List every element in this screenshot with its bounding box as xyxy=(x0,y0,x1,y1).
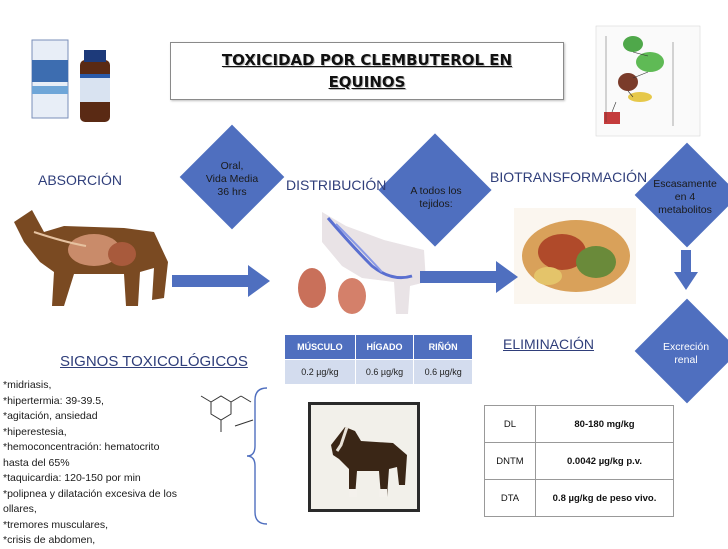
arrow-down-icon xyxy=(674,250,698,290)
metabolitos-line-3: metabolitos xyxy=(658,204,712,216)
metabolitos-line-1: Escasamente xyxy=(653,178,717,190)
symptom-item: *crisis de abdomen, xyxy=(3,534,96,546)
heading-signos: SIGNOS TOXICOLÓGICOS xyxy=(60,353,248,370)
tissue-table: MÚSCULO HÍGADO RIÑÓN 0.2 µg/kg 0.6 µg/kg… xyxy=(284,334,473,385)
title-line-1: TOXICIDAD POR CLEMBUTEROL EN xyxy=(221,51,513,69)
dose-value: 80-180 mg/kg xyxy=(535,405,674,443)
tissue-header-cell: RIÑÓN xyxy=(413,334,473,360)
molecule-icon xyxy=(200,395,254,432)
symptoms-list: *midriasis, *hipertermia: 39-39.5, *agit… xyxy=(3,378,203,549)
symptom-item: *midriasis, xyxy=(3,379,52,391)
title-box: TOXICIDAD POR CLEMBUTEROL EN EQUINOS xyxy=(170,42,564,100)
dose-row: DNTM 0.0042 µg/kg p.v. xyxy=(484,442,674,480)
excrecion-line-1: Excreción xyxy=(662,341,710,353)
heading-absorcion: ABSORCIÓN xyxy=(38,172,123,188)
metabolism-schematic xyxy=(588,22,708,140)
symptom-item: *tremores musculares, xyxy=(3,518,109,531)
tissue-value-cell: 0.6 µg/kg xyxy=(354,359,415,385)
diamond-excrecion-text: Excreción renal xyxy=(640,341,728,367)
oral-line-3: 36 hrs xyxy=(217,186,247,198)
horse-anatomy-icon xyxy=(14,210,168,306)
excrecion-line-2: renal xyxy=(674,354,698,366)
dose-table: DL 80-180 mg/kg DNTM 0.0042 µg/kg p.v. D… xyxy=(484,405,674,517)
dose-row: DTA 0.8 µg/kg de peso vivo. xyxy=(484,479,674,517)
symptom-item: hasta del 65% xyxy=(3,456,70,469)
arrow-absorcion-distribucion xyxy=(172,265,270,297)
symptom-item: *hipertermia: 39-39.5, xyxy=(3,394,104,407)
drug-bottle-icon xyxy=(31,39,110,122)
tissue-value-cell: 0.6 µg/kg xyxy=(413,359,473,385)
title-line-2: EQUINOS xyxy=(328,73,406,91)
horse-organs-image xyxy=(512,206,638,306)
dose-value: 0.8 µg/kg de peso vivo. xyxy=(535,479,674,517)
heading-eliminacion: ELIMINACIÓN xyxy=(503,336,595,352)
symptoms-brace xyxy=(245,386,275,526)
horse-photo-icon xyxy=(331,426,407,497)
symptom-item: *hemoconcentración: hematocrito xyxy=(3,441,160,453)
tissue-value-cell: 0.2 µg/kg xyxy=(284,359,356,385)
symptom-item: *polipnea y dilatación excesiva de los xyxy=(3,487,177,500)
metabolitos-line-2: en 4 xyxy=(674,191,696,203)
symptom-item: *hiperestesia, xyxy=(3,425,67,438)
oral-line-2: Vida Media xyxy=(205,173,259,185)
arrow-right-icon xyxy=(420,261,518,293)
metabolism-diagram-icon xyxy=(595,25,701,137)
page-title: TOXICIDAD POR CLEMBUTEROL EN EQUINOS xyxy=(171,49,563,93)
arrow-distribucion-biotransformacion xyxy=(420,261,518,293)
arrow-right-icon xyxy=(172,265,270,297)
symptom-item: ollares, xyxy=(3,503,37,515)
diamond-oral-text: Oral, Vida Media 36 hrs xyxy=(186,160,278,199)
dose-row: DL 80-180 mg/kg xyxy=(484,405,674,443)
dose-key: DTA xyxy=(484,479,536,517)
horse-circulation-image xyxy=(292,206,432,318)
oral-line-1: Oral, xyxy=(220,160,244,172)
dose-key: DNTM xyxy=(484,442,536,480)
product-images xyxy=(24,30,122,130)
symptom-item: *taquicardia: 120-150 por min xyxy=(3,472,141,484)
tissue-header-cell: HÍGADO xyxy=(354,334,415,360)
todos-line-2: tejidos: xyxy=(419,198,453,210)
horse-photo xyxy=(308,402,420,512)
chemical-structure-image xyxy=(195,386,259,442)
arrow-down xyxy=(674,250,698,290)
dose-value: 0.0042 µg/kg p.v. xyxy=(535,442,674,480)
heading-distribucion: DISTRIBUCIÓN xyxy=(286,177,387,193)
heading-biotransformacion: BIOTRANSFORMACIÓN xyxy=(490,169,648,185)
horse-digestive-image xyxy=(4,202,172,314)
dose-key: DL xyxy=(484,405,536,443)
tissue-table-row: 0.2 µg/kg 0.6 µg/kg 0.6 µg/kg xyxy=(284,359,473,385)
diamond-metabolitos-text: Escasamente en 4 metabolitos xyxy=(640,178,728,217)
tissue-table-header: MÚSCULO HÍGADO RIÑÓN xyxy=(284,334,473,360)
todos-line-1: A todos los xyxy=(410,185,462,197)
diamond-todos-text: A todos los tejidos: xyxy=(390,185,482,211)
tissue-header-cell: MÚSCULO xyxy=(284,334,356,360)
horse-organs-icon xyxy=(514,208,636,304)
brace-icon xyxy=(246,387,268,525)
symptom-item: *agitación, ansiedad xyxy=(3,410,98,422)
horse-circulation-icon xyxy=(298,212,426,314)
